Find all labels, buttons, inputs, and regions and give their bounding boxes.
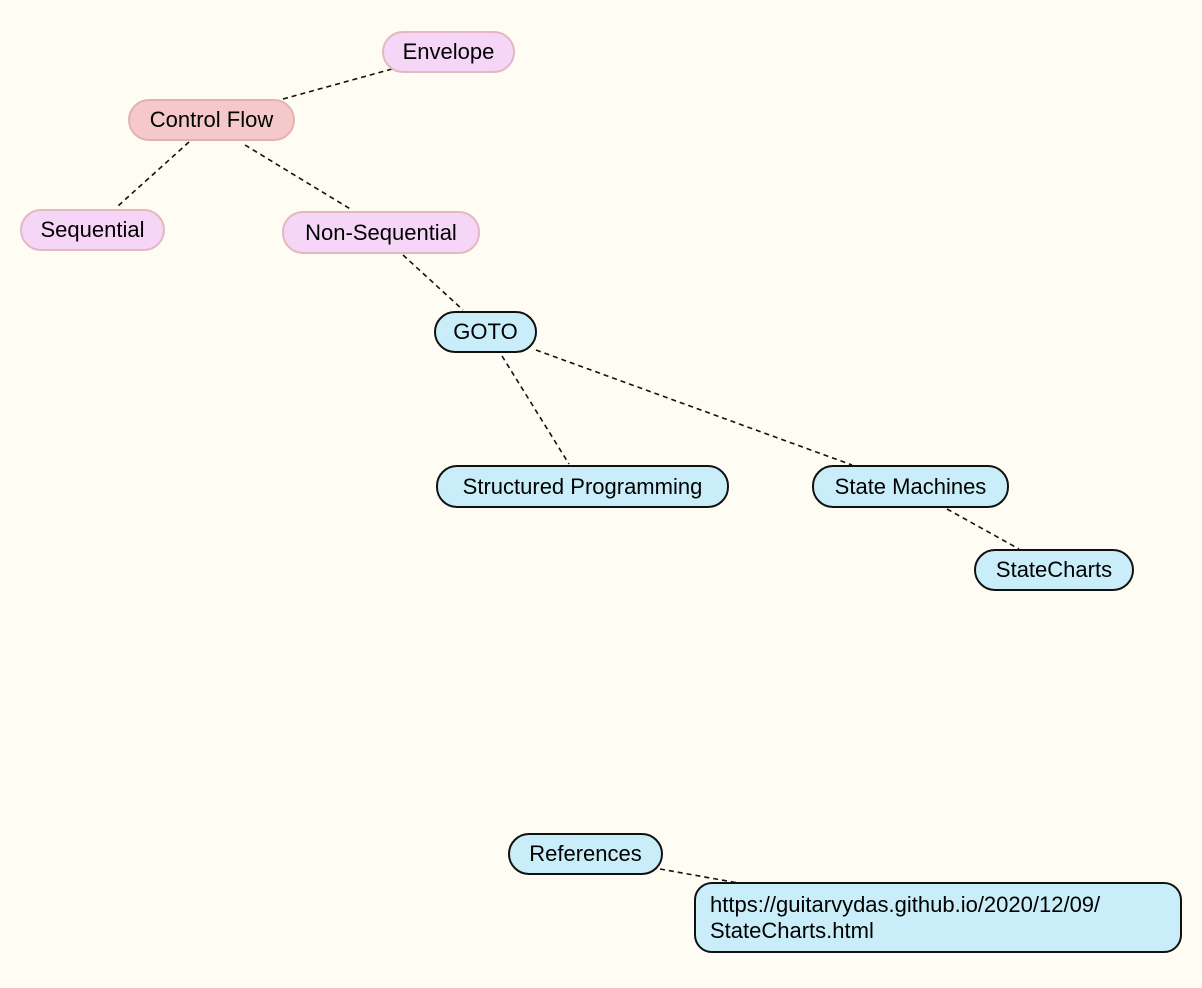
node-statecharts-label: StateCharts	[995, 557, 1113, 582]
reference-link-text: https://guitarvydas.github.io/2020/12/09…	[710, 892, 1100, 944]
node-references[interactable]: References	[508, 833, 663, 875]
edge-control-flow-envelope	[282, 68, 393, 100]
node-reference-link[interactable]: https://guitarvydas.github.io/2020/12/09…	[694, 882, 1182, 953]
edge-non-sequential-goto	[402, 254, 464, 311]
edge-state-machines-statecharts	[946, 508, 1020, 550]
node-envelope-label: Envelope	[402, 39, 495, 64]
node-state-machines[interactable]: State Machines	[812, 465, 1009, 508]
node-envelope[interactable]: Envelope	[382, 31, 515, 73]
node-references-label: References	[529, 841, 642, 866]
edge-goto-structured-programming	[501, 355, 570, 465]
node-control-flow[interactable]: Control Flow	[128, 99, 295, 141]
reference-link-line-2[interactable]: StateCharts.html	[710, 917, 874, 943]
node-sequential[interactable]: Sequential	[20, 209, 165, 251]
node-sequential-label: Sequential	[40, 217, 145, 242]
node-structured-programming[interactable]: Structured Programming	[436, 465, 729, 508]
node-state-machines-label: State Machines	[834, 473, 987, 499]
node-non-sequential[interactable]: Non-Sequential	[282, 211, 480, 254]
reference-link-line-1[interactable]: https://guitarvydas.github.io/2020/12/09…	[710, 891, 1101, 917]
node-goto-label: GOTO	[453, 319, 518, 344]
edge-control-flow-sequential	[117, 141, 190, 207]
node-control-flow-label: Control Flow	[149, 107, 274, 132]
node-goto[interactable]: GOTO	[434, 311, 537, 353]
node-structured-programming-label: Structured Programming	[462, 473, 703, 499]
edge-goto-state-machines	[535, 349, 853, 466]
node-non-sequential-label: Non-Sequential	[305, 219, 457, 245]
edge-control-flow-non-sequential	[244, 144, 353, 211]
node-statecharts[interactable]: StateCharts	[974, 549, 1134, 591]
